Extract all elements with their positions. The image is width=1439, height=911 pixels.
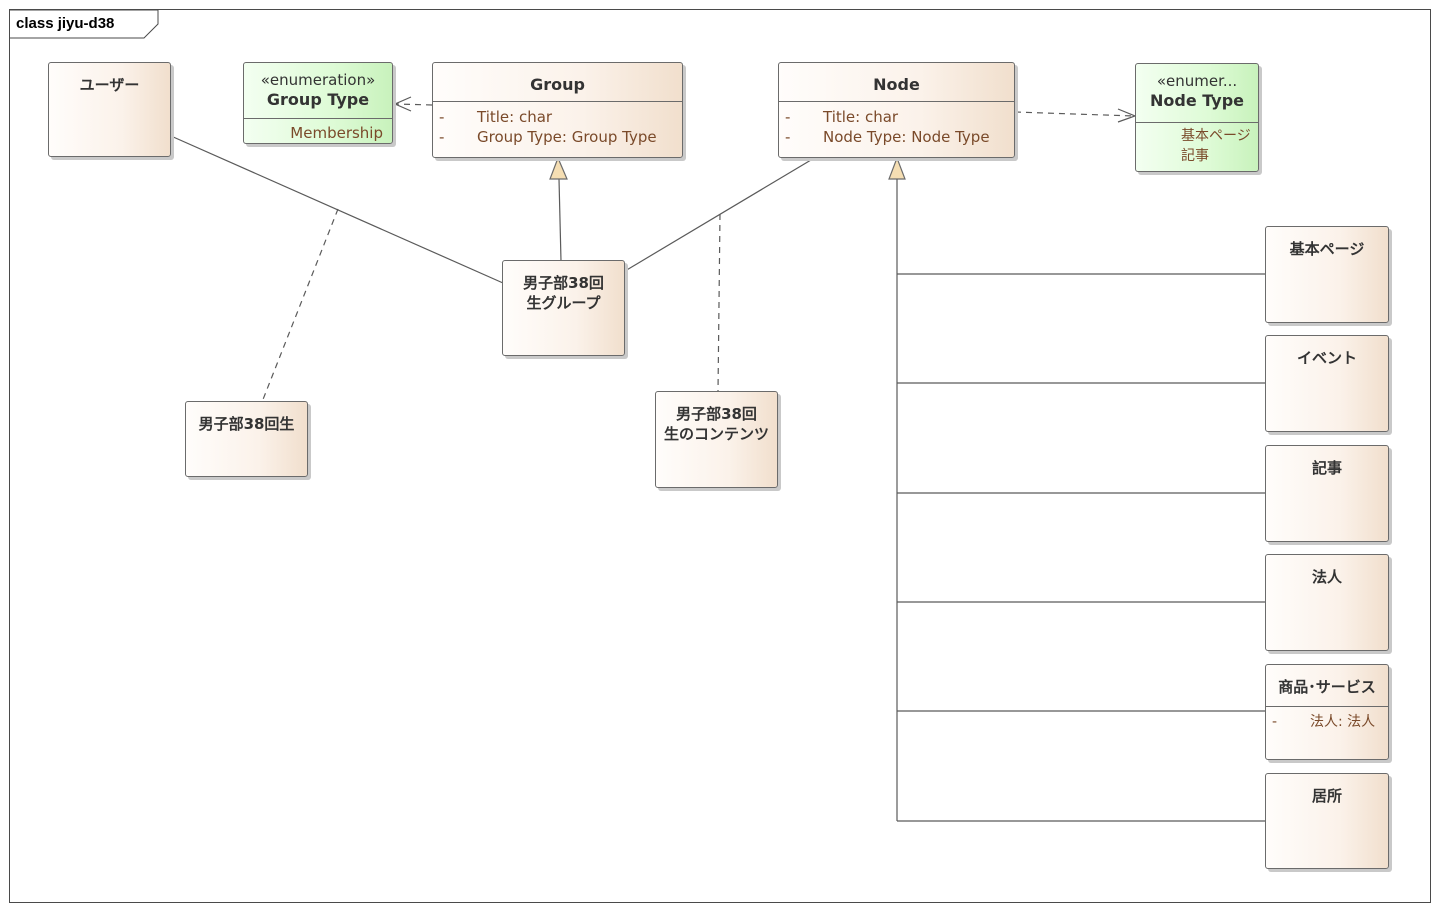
generalization-arrowhead-node <box>888 156 906 180</box>
frame-label: class jiyu-d38 <box>16 15 115 32</box>
enum-group-type-literals: Membership <box>244 118 392 143</box>
association-user-group <box>170 135 504 284</box>
class-basic-page[interactable]: 基本ページ <box>1265 226 1389 323</box>
enum-literal: 記事 <box>1181 148 1209 164</box>
enum-group-type-stereotype: «enumeration» <box>260 71 376 89</box>
class-event-name: イベント <box>1296 349 1357 367</box>
dependency-arrowhead-grouptype <box>393 96 412 112</box>
attribute-visibility: - <box>439 128 445 146</box>
generalization-arrowhead-group <box>549 156 568 180</box>
class-group38-name-line2: 生グループ <box>526 294 601 312</box>
enum-node-type-stereotype: «enumer... <box>1156 72 1238 90</box>
enum-literal: 基本ページ <box>1181 128 1251 144</box>
class-product-service-name: 商品･サービス <box>1278 678 1376 696</box>
enum-node-type[interactable]: «enumer... Node Type 基本ページ 記事 <box>1135 63 1259 172</box>
attribute-row: - Node Type: Node Type <box>779 127 1014 147</box>
enum-node-type-literals: 基本ページ 記事 <box>1136 122 1258 166</box>
class-member38[interactable]: 男子部38回生 <box>185 401 308 477</box>
attribute-row: - Title: char <box>433 107 682 127</box>
class-article-name: 記事 <box>1311 459 1342 477</box>
generalization-group38-group <box>558 178 562 262</box>
attribute-visibility: - <box>1272 714 1278 730</box>
enum-group-type-name: Group Type <box>266 90 370 109</box>
association-node-group <box>624 156 817 272</box>
class-corporation[interactable]: 法人 <box>1265 554 1389 651</box>
class-node-attributes: - Title: char - Node Type: Node Type <box>779 101 1014 147</box>
class-basic-page-name: 基本ページ <box>1289 240 1365 258</box>
class-user[interactable]: ユーザー <box>48 62 171 157</box>
attribute-text: 法人: 法人 <box>1310 714 1376 730</box>
enum-node-type-name: Node Type <box>1149 91 1244 110</box>
attribute-row: - 法人: 法人 <box>1266 712 1388 732</box>
class-event[interactable]: イベント <box>1265 335 1389 432</box>
class-group-name: Group <box>530 75 585 94</box>
frame-tab <box>10 10 159 39</box>
enum-group-type[interactable]: «enumeration» Group Type Membership <box>243 62 393 144</box>
class-article[interactable]: 記事 <box>1265 445 1389 542</box>
attribute-visibility: - <box>785 128 791 146</box>
class-content38[interactable]: 男子部38回 生のコンテンツ <box>655 391 778 488</box>
diagram-frame: class jiyu-d38 <box>9 9 1431 903</box>
attribute-text: Title: char <box>477 108 553 126</box>
class-residence[interactable]: 居所 <box>1265 773 1389 869</box>
attribute-text: Title: char <box>823 108 899 126</box>
attribute-visibility: - <box>785 108 791 126</box>
class-content38-name-line1: 男子部38回 <box>676 405 757 423</box>
attribute-visibility: - <box>439 108 445 126</box>
class-content38-name-line2: 生のコンテンツ <box>663 425 769 443</box>
attribute-text: Group Type: Group Type <box>477 128 657 146</box>
class-corporation-name: 法人 <box>1311 568 1342 586</box>
class-user-name: ユーザー <box>79 76 140 94</box>
class-residence-name: 居所 <box>1311 787 1342 805</box>
dependency-node-nodetype <box>1014 111 1135 117</box>
association-class-link-content <box>717 213 721 393</box>
class-product-service[interactable]: 商品･サービス - 法人: 法人 <box>1265 664 1389 760</box>
class-product-service-attributes: - 法人: 法人 <box>1266 706 1388 732</box>
class-group-attributes: - Title: char - Group Type: Group Type <box>433 101 682 147</box>
class-group38[interactable]: 男子部38回 生グループ <box>502 260 625 356</box>
attribute-text: Node Type: Node Type <box>823 128 990 146</box>
attribute-row: - Group Type: Group Type <box>433 127 682 147</box>
dependency-group-grouptype <box>395 103 433 106</box>
enum-literal: Membership <box>290 124 383 142</box>
class-node-name: Node <box>873 75 920 94</box>
attribute-row: - Title: char <box>779 107 1014 127</box>
class-group[interactable]: Group - Title: char - Group Type: Group … <box>432 62 683 158</box>
association-class-link-member <box>261 208 339 403</box>
class-member38-name: 男子部38回生 <box>198 415 295 433</box>
class-group38-name-line1: 男子部38回 <box>523 274 604 292</box>
class-node[interactable]: Node - Title: char - Node Type: Node Typ… <box>778 62 1015 158</box>
